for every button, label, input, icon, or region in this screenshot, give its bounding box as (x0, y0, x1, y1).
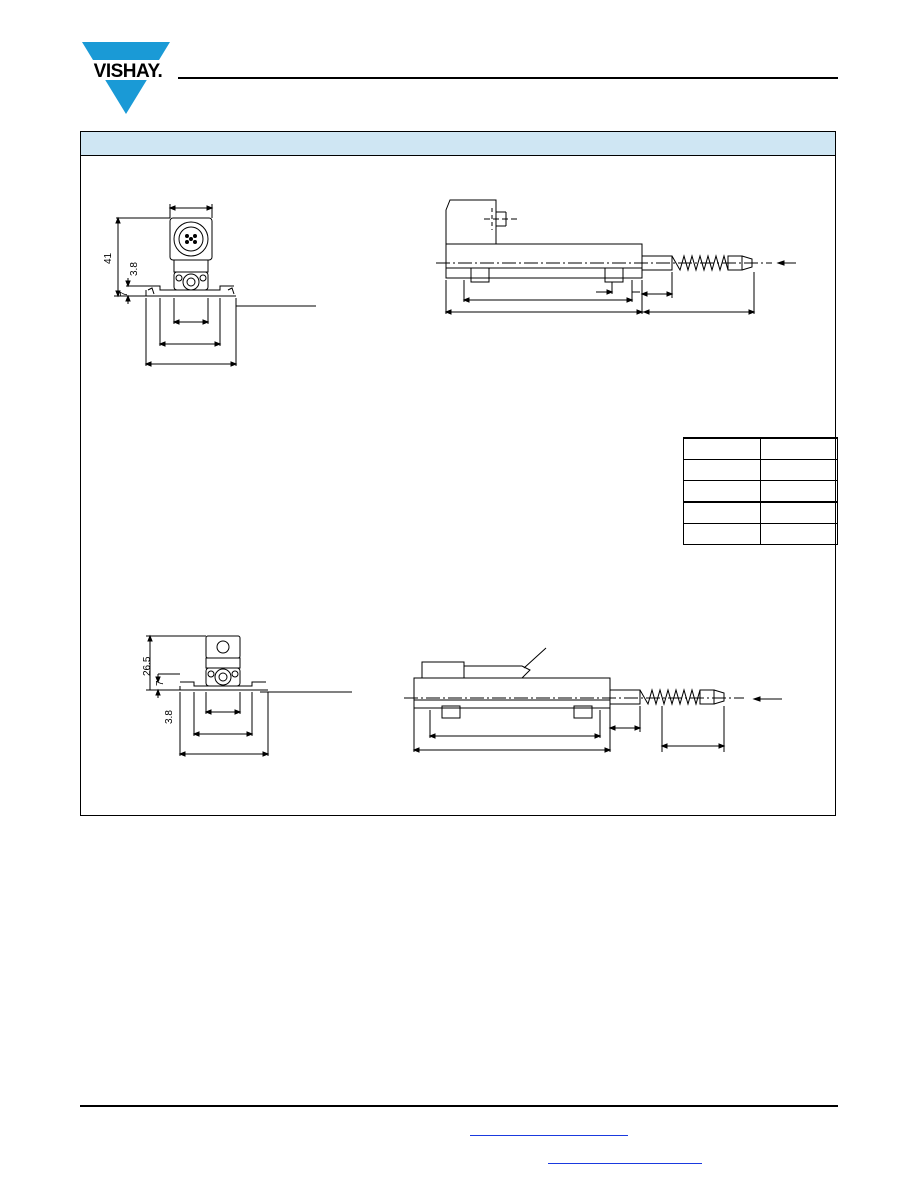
table-row (683, 501, 838, 524)
bottom-side-view-drawing (404, 647, 782, 753)
footer-link-underline-2[interactable] (548, 1163, 702, 1164)
dim-41-label: 41 (103, 252, 114, 264)
table-row (683, 459, 838, 481)
footer-rule (80, 1105, 838, 1107)
table-row (683, 437, 838, 460)
footer-link-underline-1[interactable] (470, 1135, 628, 1136)
table-row (683, 480, 838, 503)
top-front-view-drawing: 41 3.8 7 (103, 204, 316, 367)
dim-7-bottom-label: 7 (155, 680, 166, 686)
vishay-logo: VISHAY. (78, 40, 178, 116)
dim-3-8-bottom-label: 3.8 (164, 710, 175, 724)
top-side-view-drawing (436, 199, 796, 315)
frame-header-band (81, 132, 835, 156)
bottom-front-view-drawing: 26.5 7 3.8 (142, 634, 352, 757)
dim-3-8-label: 3.8 (129, 262, 140, 276)
header-rule (178, 77, 838, 79)
dimension-table (683, 437, 838, 545)
dim-26-5-label: 26.5 (142, 656, 153, 676)
table-row (683, 523, 838, 545)
dim-7-label: 7 (119, 291, 130, 297)
logo-text: VISHAY. (94, 61, 163, 82)
